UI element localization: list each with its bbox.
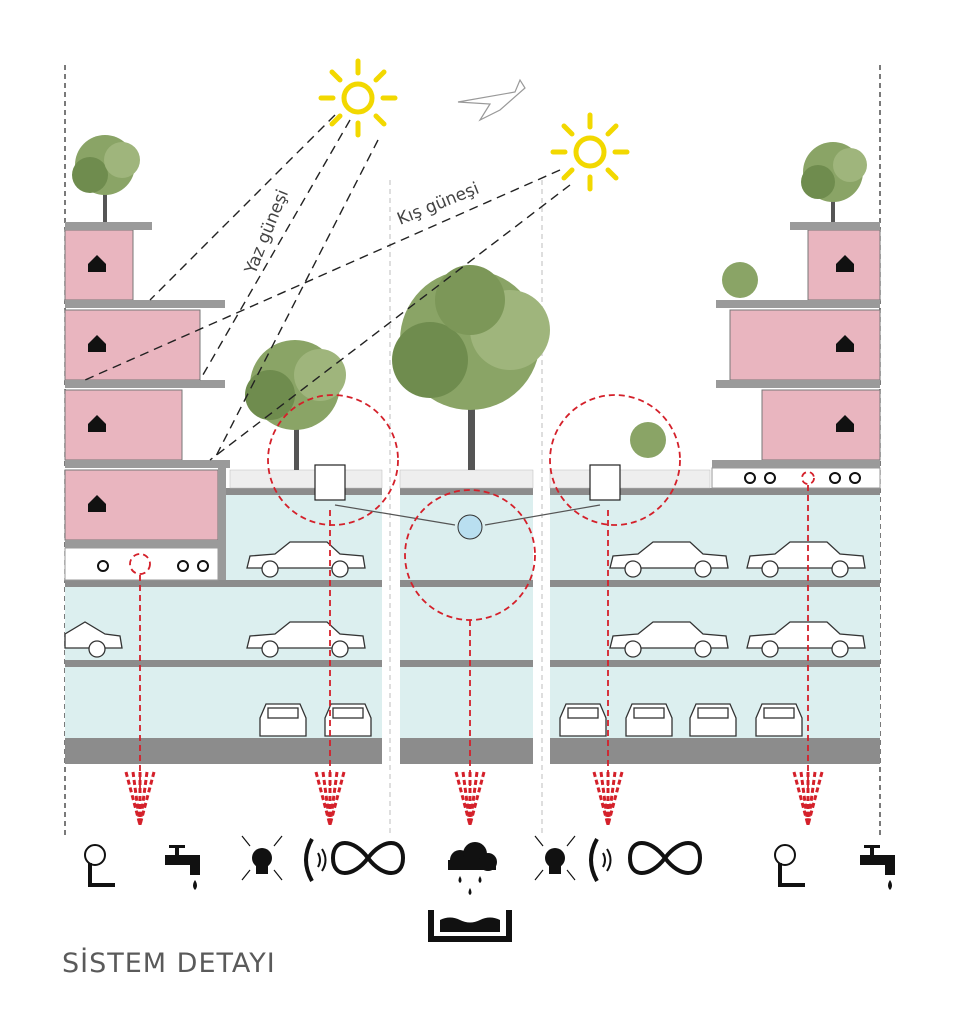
trees: [72, 135, 867, 470]
underground-parking: [65, 469, 880, 764]
skull-lamp-icon: [534, 835, 576, 881]
sprinkler-icon: [84, 844, 115, 887]
tree: [392, 265, 550, 470]
skull-lamp-icon: [241, 835, 283, 881]
sprinkler-icon: [774, 844, 805, 887]
car-front: [689, 703, 737, 737]
car: [246, 621, 366, 658]
tree: [72, 135, 140, 222]
collection-units: [314, 464, 621, 501]
car: [64, 621, 123, 658]
phone-signal-icon: [589, 838, 612, 882]
airplane-icon: [457, 78, 526, 122]
water-tank: [457, 514, 483, 540]
tree: [245, 340, 346, 470]
tree: [722, 262, 758, 298]
phone-signal-icon: [304, 838, 327, 882]
car: [746, 621, 866, 658]
car-front: [324, 703, 372, 737]
water-pipe: [334, 504, 601, 526]
car: [609, 621, 729, 658]
summer-sun-icon: [318, 58, 398, 138]
right-building: [711, 222, 881, 489]
rain-collection-icon: [428, 842, 512, 942]
tree: [630, 422, 666, 458]
infinity-plug-icon: [627, 841, 703, 875]
sun-angle-lines: [84, 114, 571, 461]
car: [246, 541, 366, 578]
car-front: [755, 703, 803, 737]
downward-arrows: [124, 771, 824, 826]
diagram-title: SİSTEM DETAYI: [62, 948, 276, 979]
car: [746, 541, 866, 578]
car-front: [625, 703, 673, 737]
winter-sun-icon: [550, 112, 630, 192]
winter-sun-label: Kış güneşi: [394, 179, 482, 230]
left-building: [64, 222, 230, 581]
car: [609, 541, 729, 578]
system-highlights: [129, 394, 815, 790]
home-icon: [88, 255, 106, 512]
home-icon: [836, 255, 854, 432]
faucet-icon: [860, 845, 895, 890]
infinity-plug-icon: [330, 841, 406, 875]
car-front: [259, 703, 307, 737]
tree: [801, 142, 867, 222]
faucet-icon: [165, 845, 200, 890]
car-front: [559, 703, 607, 737]
parked-cars: [64, 541, 866, 737]
